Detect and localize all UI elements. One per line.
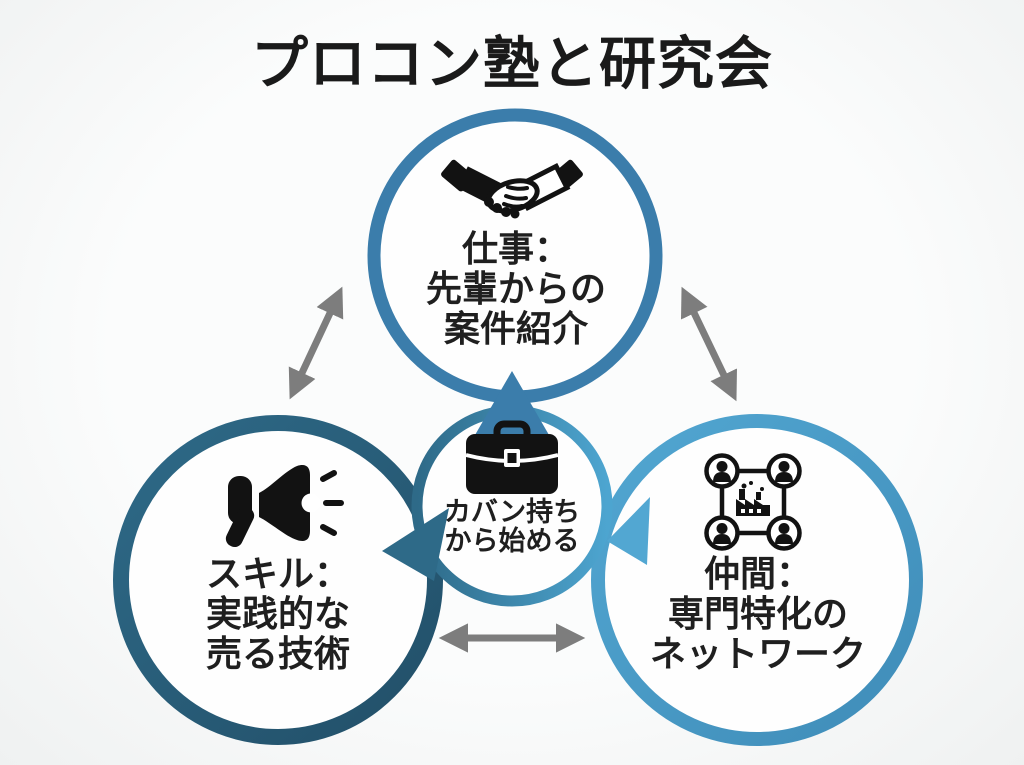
person-icon (766, 515, 802, 551)
arrow-work-skill (288, 286, 344, 400)
briefcase-icon (465, 420, 559, 494)
person-icon (766, 453, 802, 489)
node-label-skill: スキル： 実践的な 売る技術 (206, 554, 350, 674)
handshake-icon (441, 159, 583, 219)
node-label-center: カバン持ち から始める (444, 498, 580, 556)
node-label-line: 売る技術 (205, 633, 351, 674)
node-label-line: 仕事： (461, 228, 571, 269)
network-icon (704, 453, 802, 551)
node-label-line: 先輩からの (425, 268, 607, 309)
node-label-line: スキル： (205, 553, 351, 594)
node-label-line: 実践的な (205, 593, 351, 634)
factory-icon (736, 481, 770, 516)
node-label-line: から始める (444, 526, 580, 556)
person-icon (704, 515, 740, 551)
node-label-line: 案件紹介 (443, 308, 589, 349)
node-label-line: カバン持ち (443, 497, 581, 527)
person-icon (704, 453, 740, 489)
node-label-work: 仕事： 先輩からの 案件紹介 (426, 229, 606, 349)
node-circle-network (591, 414, 923, 746)
junction-arrow-top-icon (475, 371, 549, 435)
node-label-line: 専門特化の (667, 593, 849, 634)
node-label-line: ネットワーク (649, 633, 867, 674)
page-title: プロコン塾と研究会 (251, 32, 773, 96)
junction-arrow-right-icon (607, 497, 650, 565)
arrow-work-network (681, 286, 737, 402)
junction-arrow-left-icon (382, 508, 449, 581)
node-label-line: 仲間： (703, 553, 813, 594)
megaphone-icon (225, 465, 344, 548)
node-circle-skill (113, 415, 443, 745)
node-label-network: 仲間： 専門特化の ネットワーク (650, 554, 866, 674)
